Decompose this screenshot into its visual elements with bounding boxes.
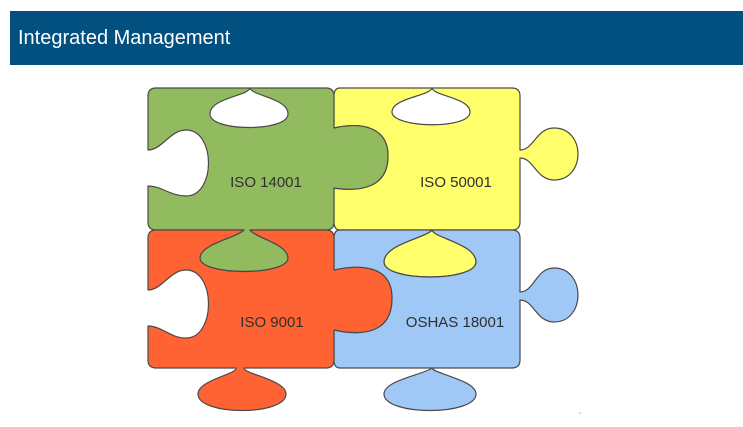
piece-label-iso-50001: ISO 50001 — [420, 174, 492, 191]
piece-label-iso-9001: ISO 9001 — [240, 314, 303, 331]
piece-label-oshas-18001: OSHAS 18001 — [406, 314, 504, 331]
page-title: Integrated Management — [18, 26, 231, 49]
puzzle-piece-iso-9001: ISO 9001 — [147, 229, 393, 412]
piece-label-iso-14001: ISO 14001 — [230, 174, 302, 191]
stray-dot — [579, 412, 581, 414]
puzzle-piece-iso-14001: ISO 14001 — [147, 87, 389, 273]
puzzle-piece-shape — [147, 229, 393, 412]
page-header: Integrated Management — [10, 11, 743, 65]
